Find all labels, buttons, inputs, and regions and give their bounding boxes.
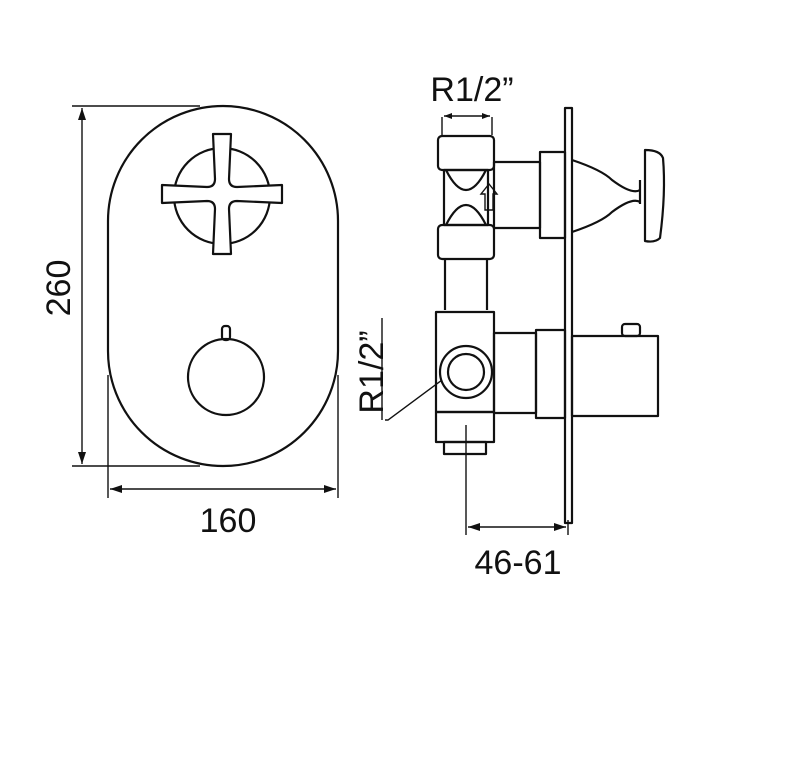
depth-dimension-label: 46-61 <box>475 544 562 582</box>
thermostat-knob <box>186 324 266 417</box>
thermostat-knob-side <box>570 334 660 418</box>
side-view: R1/2” R1/2” <box>353 71 666 582</box>
width-dimension-label: 160 <box>200 502 257 540</box>
height-dimension-label: 260 <box>40 260 78 317</box>
cross-handle-side <box>638 148 666 243</box>
top-thread-label: R1/2” <box>430 71 513 109</box>
cross-handle <box>160 132 284 256</box>
cover-plate <box>106 104 340 468</box>
front-view: 260 160 <box>40 104 340 540</box>
side-thread-label: R1/2” <box>353 330 391 413</box>
